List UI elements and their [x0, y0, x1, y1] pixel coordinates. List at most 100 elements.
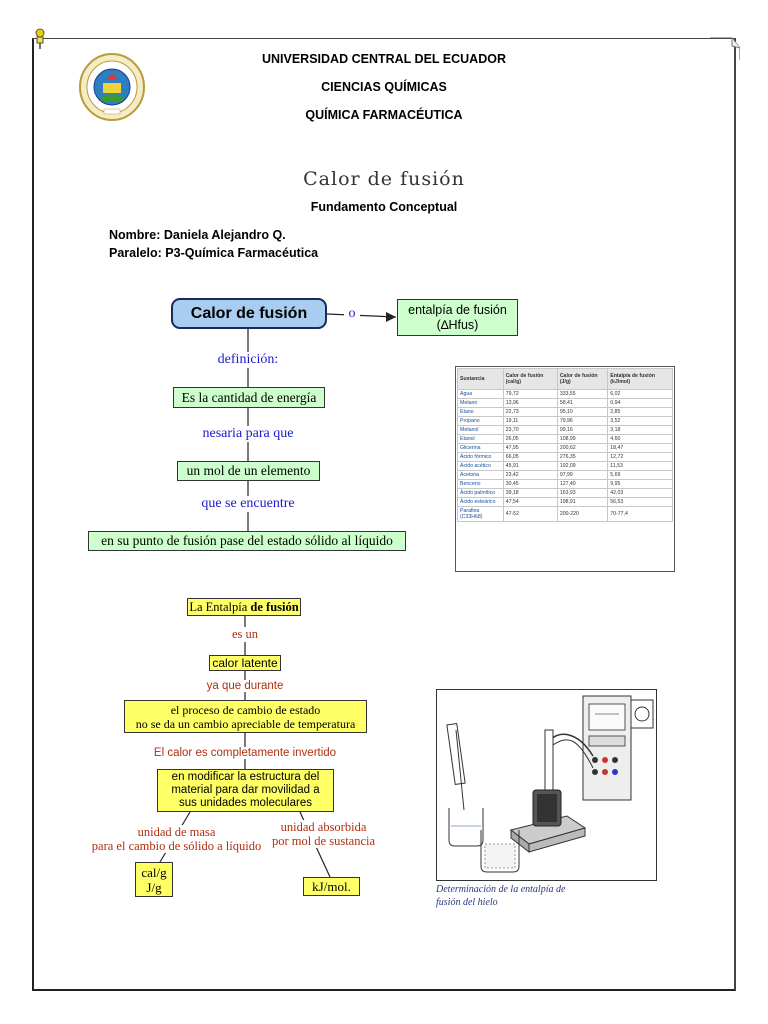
table-cell-substance: Glicerina — [457, 443, 504, 453]
table-cell-value: 70-77,4 — [607, 506, 673, 522]
table-cell-value: 2,85 — [607, 407, 673, 417]
figure-caption: Determinación de la entalpía de fusión d… — [436, 883, 636, 909]
table-header-cell: Sustancia — [457, 368, 504, 390]
table-cell-value: 163,93 — [556, 488, 609, 498]
table-cell-value: 19,11 — [502, 416, 558, 426]
table-header-cell: Calor de fusión (J/g) — [556, 368, 609, 390]
table-cell-substance: Ácido acético — [457, 461, 504, 471]
university-name: UNIVERSIDAD CENTRAL DEL ECUADOR — [261, 52, 506, 66]
map1-link-found: que se encuentre — [193, 496, 303, 512]
map1-node-mole: un mol de un elemento — [177, 461, 320, 481]
table-cell-substance: Metano — [457, 398, 504, 408]
table-cell-value: 79,96 — [556, 416, 609, 426]
table-cell-value: 9,95 — [607, 479, 673, 489]
map2-root-text: La Entalpía — [189, 599, 251, 614]
figure-caption-line-2: fusión del hielo — [436, 897, 498, 908]
table-cell-substance: Etano — [457, 407, 504, 417]
structure-line-1: en modificar la estructura del — [171, 771, 320, 783]
map2-link-is-a: es un — [215, 627, 275, 642]
table-cell-value: 26,05 — [502, 434, 558, 444]
table-cell-substance: Etanol — [457, 434, 504, 444]
push-pin-icon — [35, 28, 45, 49]
map2-link-heat-invested: El calor es completamente invertido — [140, 747, 350, 759]
table-cell-value: 45,91 — [502, 461, 558, 471]
calorimetry-figure — [436, 689, 657, 881]
structure-line-3: sus unidades moleculares — [179, 797, 312, 809]
table-cell-substance: Metanol — [457, 425, 504, 435]
document-title: Calor de fusión — [303, 168, 465, 190]
table-cell-substance: Propano — [457, 416, 504, 426]
student-paralelo: Paralelo: P3-Química Farmacéutica — [109, 246, 319, 260]
table-cell-value: 58,41 — [556, 398, 609, 408]
career-name: QUÍMICA FARMACÉUTICA — [305, 108, 463, 122]
table-cell-value: 47,54 — [502, 497, 558, 507]
document-subtitle: Fundamento Conceptual — [310, 200, 458, 214]
folded-corner-icon — [710, 37, 740, 60]
table-cell-value: 22,73 — [502, 407, 558, 417]
table-cell-value: 4,60 — [607, 434, 673, 444]
table-cell-value: 3,18 — [607, 425, 673, 435]
table-cell-substance: Benceno — [457, 479, 504, 489]
map1-alt-name-node: entalpía de fusión (∆Hfus) — [397, 299, 518, 336]
mol-unit-line-1: unidad absorbida — [280, 820, 367, 834]
map1-root-link: o — [344, 306, 360, 322]
unit-j-g: J/g — [146, 879, 162, 895]
table-cell-value: 200,62 — [556, 443, 609, 453]
university-seal-logo — [79, 53, 145, 121]
table-cell-value: 6,02 — [607, 389, 673, 399]
table-cell-value: 18,47 — [607, 443, 673, 453]
map2-root-node: La Entalpía de fusión — [187, 598, 301, 616]
table-cell-value: 47-52 — [502, 506, 558, 522]
state-change-line-1: el proceso de cambio de estado — [170, 702, 321, 717]
map2-link-mol-unit: unidad absorbida por mol de sustancia — [266, 820, 381, 848]
table-cell-value: 42,03 — [607, 488, 673, 498]
table-cell-value: 3,52 — [607, 416, 673, 426]
alt-name-symbol: (∆Hfus) — [436, 317, 479, 332]
table-cell-value: 0,94 — [607, 398, 673, 408]
map2-node-mol-unit: kJ/mol. — [303, 877, 360, 896]
table-cell-value: 5,69 — [607, 470, 673, 480]
table-cell-substance: Agua — [457, 389, 504, 399]
table-cell-value: 11,53 — [607, 461, 673, 471]
table-cell-substance: Parafina (C33H68) — [457, 506, 504, 522]
table-cell-value: 79,72 — [502, 389, 558, 399]
table-cell-value: 198,91 — [556, 497, 609, 507]
mass-unit-line-2: para el cambio de sólido a líquido — [91, 839, 262, 853]
table-header-row: Sustancia Calor de fusión (cal/g) Calor … — [457, 368, 673, 390]
table-header-cell: Entalpía de fusión (kJ/mol) — [607, 368, 673, 390]
mol-unit-line-2: por mol de sustancia — [271, 834, 376, 848]
table-cell-value: 39,18 — [502, 488, 558, 498]
map2-node-mass-units: cal/g J/g — [135, 862, 173, 897]
table-cell-value: 95,10 — [556, 407, 609, 417]
table-cell-value: 47,95 — [502, 443, 558, 453]
table-cell-value: 56,53 — [607, 497, 673, 507]
table-cell-value: 333,55 — [556, 389, 609, 399]
map2-node-structure: en modificar la estructura del material … — [157, 769, 334, 812]
map1-link-necessary: nesaria para que — [193, 426, 303, 442]
table-cell-substance: Acetona — [457, 470, 504, 480]
table-cell-value: 12,72 — [607, 452, 673, 462]
table-cell-value: 66,05 — [502, 452, 558, 462]
unit-cal-g: cal/g — [141, 864, 167, 880]
table-cell-value: 97,99 — [556, 470, 609, 480]
map2-root-bold: de fusión — [250, 599, 299, 614]
map1-link-definition: definición: — [198, 352, 298, 368]
map1-node-melting-point: en su punto de fusión pase del estado só… — [88, 531, 406, 551]
state-change-line-2: no se da un cambio apreciable de tempera… — [135, 716, 356, 731]
map1-root-node: Calor de fusión — [171, 298, 327, 329]
table-cell-value: 99,16 — [556, 425, 609, 435]
faculty-name: CIENCIAS QUÍMICAS — [321, 80, 447, 94]
